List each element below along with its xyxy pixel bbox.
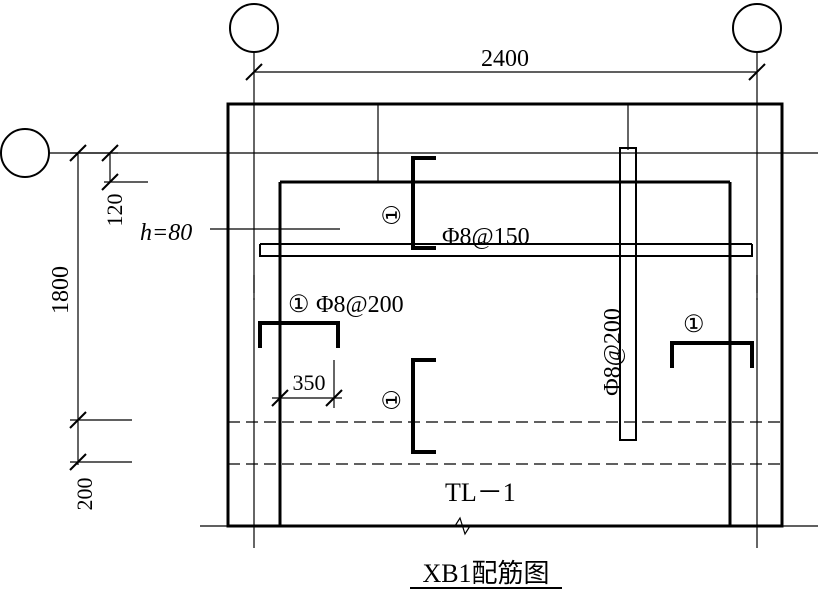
dim-tick-ext-left <box>271 389 289 407</box>
thickness-label: h=80 <box>140 220 192 246</box>
top-bracket-rebar <box>411 156 436 250</box>
rebar-marker-bottom: ① <box>380 389 406 411</box>
dim-slab-depth-label: 120 <box>102 194 127 227</box>
dim-width-label: 2400 <box>481 46 529 72</box>
rebar-marker-right: ① <box>683 312 705 338</box>
axis-bubble-top-right <box>732 3 782 53</box>
dim-tick-2 <box>101 144 119 162</box>
bottom-bracket-rebar <box>411 358 436 454</box>
rebar-marker-top: ① <box>380 204 406 226</box>
dim-extension-label: 350 <box>293 370 326 395</box>
dim-tick-5 <box>69 453 87 471</box>
dim-tick-4 <box>69 411 87 429</box>
rebar-label-left: Φ8@200 <box>316 292 404 318</box>
dim-tick-width-left <box>245 63 263 81</box>
rebar-marker-left: ① <box>288 292 310 318</box>
axis-bubble-top-left <box>229 3 279 53</box>
dim-tick-ext-right <box>325 389 343 407</box>
dim-tick-3 <box>101 173 119 191</box>
dim-beam-depth-label: 200 <box>72 478 97 511</box>
ground-line <box>200 516 818 536</box>
dim-tick-1 <box>69 144 87 162</box>
dim-tick-width-right <box>748 63 766 81</box>
right-hook-rebar <box>670 341 754 368</box>
beam-label: TL－1 <box>445 478 516 507</box>
main-horizontal-rebar <box>259 244 753 257</box>
left-hook-rebar <box>258 321 340 348</box>
drawing-title: XB1配筋图 <box>422 559 549 588</box>
rebar-label-top: Φ8@150 <box>442 224 530 250</box>
axis-bubble-left <box>0 128 50 178</box>
dim-height-label: 1800 <box>48 266 74 314</box>
rebar-label-vertical: Φ8@200 <box>600 308 626 396</box>
vertical-rebar <box>619 147 637 441</box>
